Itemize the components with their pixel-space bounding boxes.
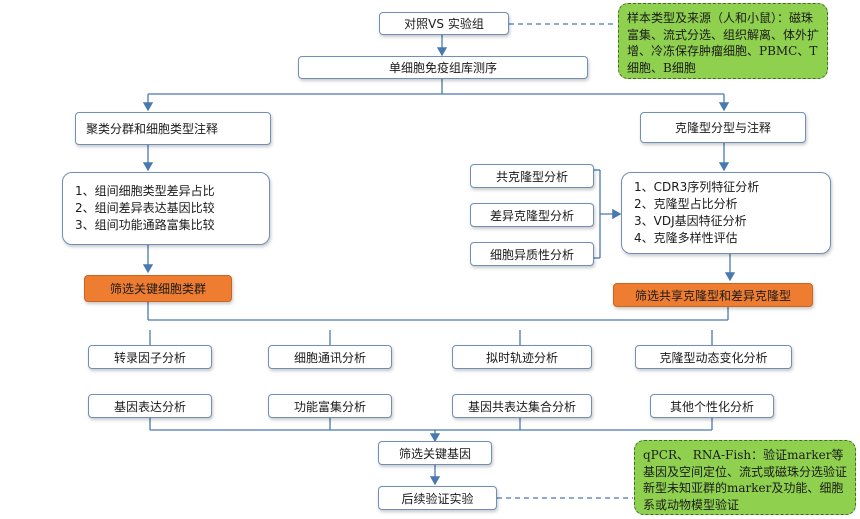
clonotype-analysis-list: 1、CDR3序列特征分析 2、克隆型占比分析 3、VDJ基因特征分析 4、克隆多… xyxy=(621,172,831,254)
control-vs-experiment-node: 对照VS 实验组 xyxy=(379,12,509,35)
cell-communication-node: 细胞通讯分析 xyxy=(268,345,392,369)
list-item: 1、组间细胞类型差异占比 xyxy=(75,184,215,198)
screen-key-cells-node: 筛选关键细胞类群 xyxy=(84,275,232,302)
list-item: 3、VDJ基因特征分析 xyxy=(634,214,747,228)
screen-key-genes-node: 筛选关键基因 xyxy=(378,441,492,465)
validation-experiment-node: 后续验证实验 xyxy=(378,486,497,510)
transcription-factor-node: 转录因子分析 xyxy=(88,345,212,369)
list-item: 1、CDR3序列特征分析 xyxy=(634,180,760,194)
cell-heterogeneity-node: 细胞异质性分析 xyxy=(470,242,594,266)
validation-note: qPCR、 RNA-Fish：验证marker等基因及空间定位、流式或磁珠分选验… xyxy=(634,440,856,515)
list-item: 3、组间功能通路富集比较 xyxy=(75,218,215,232)
shared-clonotype-node: 共克隆型分析 xyxy=(470,164,594,188)
functional-enrichment-node: 功能富集分析 xyxy=(268,394,392,418)
list-item: 2、组间差异表达基因比较 xyxy=(75,201,215,215)
list-item: 2、克隆型占比分析 xyxy=(634,197,738,211)
gene-coexpression-node: 基因共表达集合分析 xyxy=(452,394,592,418)
clonotype-annotation-node: 克隆型分型与注释 xyxy=(640,112,806,143)
pseudotime-node: 拟时轨迹分析 xyxy=(452,345,592,369)
clonotype-dynamics-node: 克隆型动态变化分析 xyxy=(635,345,792,369)
screen-clonotypes-node: 筛选共享克隆型和差异克隆型 xyxy=(613,283,813,307)
differential-clonotype-node: 差异克隆型分析 xyxy=(470,203,594,227)
gene-expression-node: 基因表达分析 xyxy=(88,394,212,418)
list-item: 4、克隆多样性评估 xyxy=(634,231,738,245)
custom-analysis-node: 其他个性化分析 xyxy=(650,394,774,418)
single-cell-sequencing-node: 单细胞免疫组库测序 xyxy=(298,56,588,79)
group-comparison-list: 1、组间细胞类型差异占比 2、组间差异表达基因比较 3、组间功能通路富集比较 xyxy=(62,172,270,245)
sample-source-note: 样本类型及来源（人和小鼠）：磁珠富集、流式分选、组织解离、体外扩增、冷冻保存肿瘤… xyxy=(618,3,828,79)
clustering-annotation-node: 聚类分群和细胞类型注释 xyxy=(75,112,271,145)
